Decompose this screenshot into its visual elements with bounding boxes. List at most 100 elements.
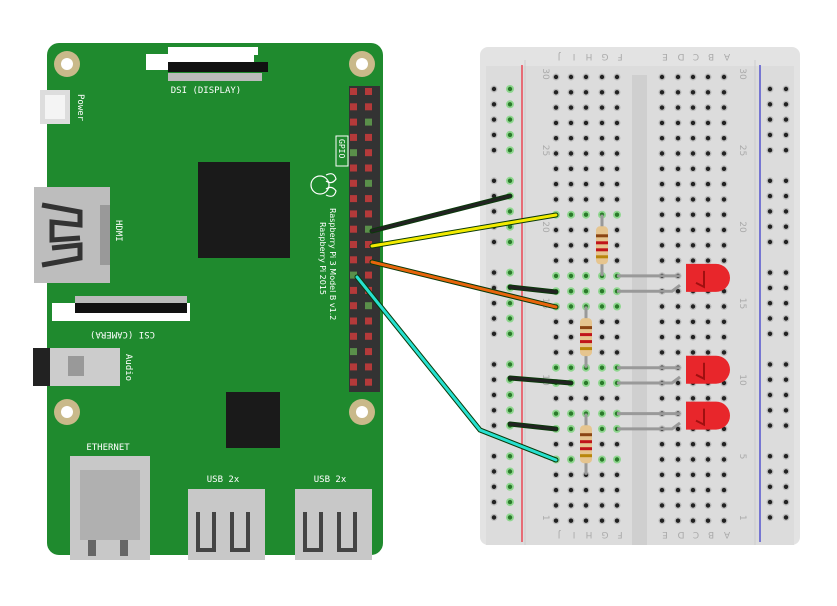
rail-hole-center: [507, 469, 513, 474]
breadboard-hole-center: [675, 472, 681, 477]
rail-hole-center: [507, 331, 513, 336]
breadboard-hole-center: [614, 90, 620, 95]
led: [617, 401, 731, 431]
breadboard-hole-center: [568, 258, 574, 263]
gpio-pin: [365, 317, 372, 325]
breadboard-hole-center: [690, 319, 696, 324]
gpio-pin: [350, 332, 357, 340]
led-lead: [617, 284, 681, 293]
rail-hole-center: [491, 148, 497, 153]
gpio-pin: [365, 133, 372, 141]
breadboard-hole-center: [659, 197, 665, 202]
breadboard-hole-center: [568, 518, 574, 523]
rail-hole-center: [783, 454, 789, 459]
breadboard-hole-center: [599, 365, 605, 370]
rail-hole-center: [491, 270, 497, 275]
breadboard-hole-center: [721, 74, 727, 80]
column-label-bottom: I: [573, 529, 576, 539]
breadboard-hole-center: [721, 350, 727, 355]
breadboard-hole-center: [690, 105, 696, 110]
resistor-body: [580, 425, 592, 464]
breadboard-hole-center: [675, 90, 681, 95]
breadboard-hole-center: [721, 518, 727, 523]
column-label-top: A: [723, 51, 730, 61]
breadboard-hole-center: [705, 334, 711, 340]
resistor-band: [580, 333, 592, 337]
rail-hole-center: [767, 132, 773, 138]
resistor-band: [580, 340, 592, 344]
breadboard-hole-center: [690, 396, 696, 401]
rail-hole-center: [491, 178, 497, 183]
breadboard-hole-center: [705, 90, 711, 95]
audio-jack: [33, 348, 120, 386]
rail-hole-center: [491, 377, 497, 382]
gpio-pin: [365, 378, 372, 386]
row-number-right: 30: [737, 68, 747, 80]
breadboard-hole-center: [553, 503, 559, 508]
gpio-pin: [350, 164, 357, 172]
breadboard-hole-center: [553, 197, 559, 202]
breadboard-hole-center: [659, 74, 665, 80]
hdmi-connector: [34, 187, 110, 283]
breadboard-hole-center: [568, 472, 574, 477]
gpio-pin: [350, 195, 357, 203]
breadboard-hole-center: [614, 350, 620, 355]
breadboard-hole-center: [721, 90, 727, 95]
rail-hole-center: [783, 285, 789, 291]
gpio-pin: [365, 348, 372, 356]
breadboard-hole-center: [599, 105, 605, 110]
breadboard-hole-center: [675, 396, 681, 401]
breadboard-hole-center: [583, 503, 589, 508]
breadboard-hole-center: [705, 472, 711, 477]
column-label-top: C: [693, 51, 699, 61]
rail-hole-center: [491, 484, 497, 489]
breadboard-hole-center: [721, 334, 727, 340]
rail-hole-center: [507, 515, 513, 520]
breadboard-hole-center: [583, 380, 589, 386]
rail-hole-center: [491, 239, 497, 245]
breadboard-hole-center: [705, 74, 711, 80]
usb-port-1: [188, 489, 265, 560]
breadboard-hole-center: [614, 258, 620, 263]
rail-hole-center: [491, 469, 497, 474]
resistor: [596, 214, 608, 276]
breadboard-hole-center: [599, 411, 605, 416]
rail-hole-center: [783, 239, 789, 245]
breadboard-hole-center: [675, 487, 681, 493]
column-label-top: J: [558, 51, 562, 61]
breadboard-hole-center: [721, 426, 727, 432]
rail-hole-center: [767, 148, 773, 153]
breadboard-hole-center: [659, 258, 665, 263]
row-number-left: 25: [540, 145, 550, 156]
rail-hole-center: [783, 224, 789, 229]
breadboard-hole-center: [583, 181, 589, 187]
breadboard-hole-center: [721, 503, 727, 508]
breadboard-hole-center: [583, 212, 589, 217]
breadboard-hole-center: [583, 90, 589, 95]
column-label-top: G: [601, 51, 608, 61]
breadboard-hole-center: [599, 457, 605, 462]
breadboard-hole-center: [690, 350, 696, 355]
gpio-pin: [350, 286, 357, 294]
breadboard-hole-center: [568, 197, 574, 202]
breadboard-hole-center: [659, 227, 665, 233]
breadboard-hole-center: [568, 105, 574, 110]
usb-label-2: USB 2x: [314, 475, 347, 485]
breadboard-hole-center: [553, 120, 559, 126]
black-jumper: [508, 376, 573, 385]
rail-hole-center: [491, 102, 497, 107]
breadboard-hole-center: [690, 258, 696, 263]
resistor: [580, 413, 592, 475]
led-body: [686, 263, 731, 292]
breadboard-hole-center: [583, 289, 589, 294]
breadboard-hole-center: [583, 151, 589, 156]
breadboard-hole-center: [659, 487, 665, 493]
breadboard-hole-center: [675, 334, 681, 340]
breadboard-hole-center: [659, 503, 665, 508]
led-lead: [617, 421, 681, 431]
rail-hole-center: [507, 102, 513, 107]
breadboard-hole-center: [583, 243, 589, 248]
breadboard-hole-center: [705, 120, 711, 126]
breadboard-hole-center: [614, 487, 620, 493]
